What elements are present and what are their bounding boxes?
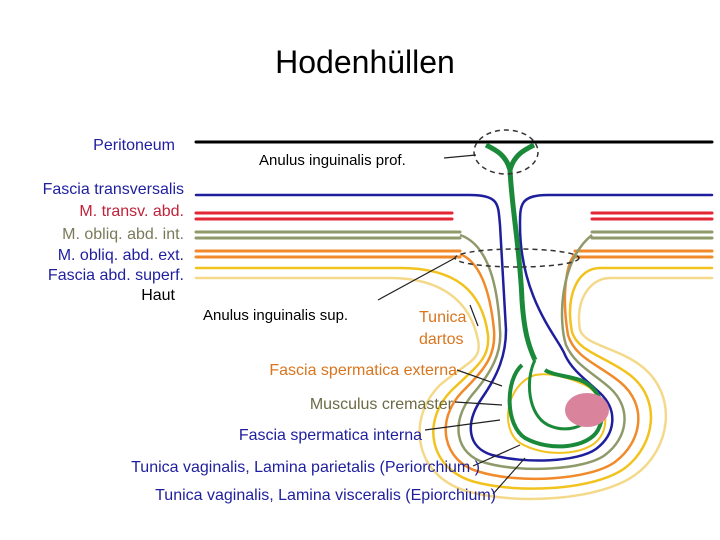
anulus-prof-ring [473, 129, 539, 175]
label-cremaster: Musculus cremaster [310, 396, 454, 413]
m-transv-left [194, 211, 454, 221]
epiorchium-loop [507, 363, 605, 449]
label-peritoneum: Peritoneum [93, 137, 175, 154]
right-labels: Fascia spermatica externa Musculus crema… [131, 362, 496, 504]
label-anulus-sup: Anulus inguinalis sup. [203, 307, 348, 324]
m-obliq-ext-left [194, 249, 462, 259]
leader-lines [377, 154, 526, 495]
leader-anulus-prof [443, 154, 477, 159]
processus-funnel [484, 142, 536, 171]
label-tunica-dartos-2: dartos [419, 331, 463, 348]
scrotal-sacs [389, 224, 668, 501]
label-fascia-sperm-ext: Fascia spermatica externa [269, 362, 457, 379]
abdominal-wall-layers [194, 140, 714, 332]
diagram-title: Hodenhüllen [275, 44, 455, 80]
m-obliq-int-left [194, 230, 462, 240]
sac-haut [389, 276, 668, 501]
m-obliq-int-right [590, 230, 714, 240]
label-epiorchium: Tunica vaginalis, Lamina visceralis (Epi… [155, 487, 496, 504]
label-tunica-dartos-1: Tunica [419, 309, 467, 326]
leader-fascia-sperm-int [424, 419, 501, 431]
processus-vaginalis [484, 142, 605, 449]
tunica-vaginalis-parietal [507, 373, 607, 454]
fascia-transversalis-line [194, 193, 714, 332]
label-fascia-sperm-int: Fascia spermatica interna [239, 427, 422, 444]
label-periorchium: Tunica vaginalis, Lamina parietalis (Per… [131, 459, 480, 476]
leader-fascia-sperm-ext [456, 369, 503, 387]
left-labels: Peritoneum Fascia transversalis M. trans… [43, 137, 184, 304]
label-m-transv: M. transv. abd. [79, 203, 184, 220]
testis-shape [565, 393, 609, 427]
sac-m-obliq-ext [444, 252, 640, 481]
label-fascia-superf: Fascia abd. superf. [48, 267, 184, 284]
leader-cremaster [454, 401, 503, 406]
m-obliq-ext-right [573, 249, 714, 259]
label-anulus-prof: Anulus inguinalis prof. [259, 152, 406, 169]
leader-epiorchium [492, 457, 526, 495]
label-haut: Haut [141, 287, 175, 304]
leader-periorchium [472, 444, 521, 467]
label-m-obliq-int: M. obliq. abd. int. [62, 226, 184, 243]
label-m-obliq-ext: M. obliq. abd. ext. [58, 247, 184, 264]
label-fascia-transversalis: Fascia transversalis [43, 181, 184, 198]
leader-anulus-sup [377, 257, 456, 301]
leader-tunica-dartos [469, 304, 479, 327]
sac-m-obliq-int [457, 233, 626, 471]
m-transv-right [590, 211, 714, 221]
sac-fascia-superf [399, 266, 653, 490]
sac-fascia-transversalis [469, 224, 614, 462]
processus-stalk [507, 169, 538, 362]
